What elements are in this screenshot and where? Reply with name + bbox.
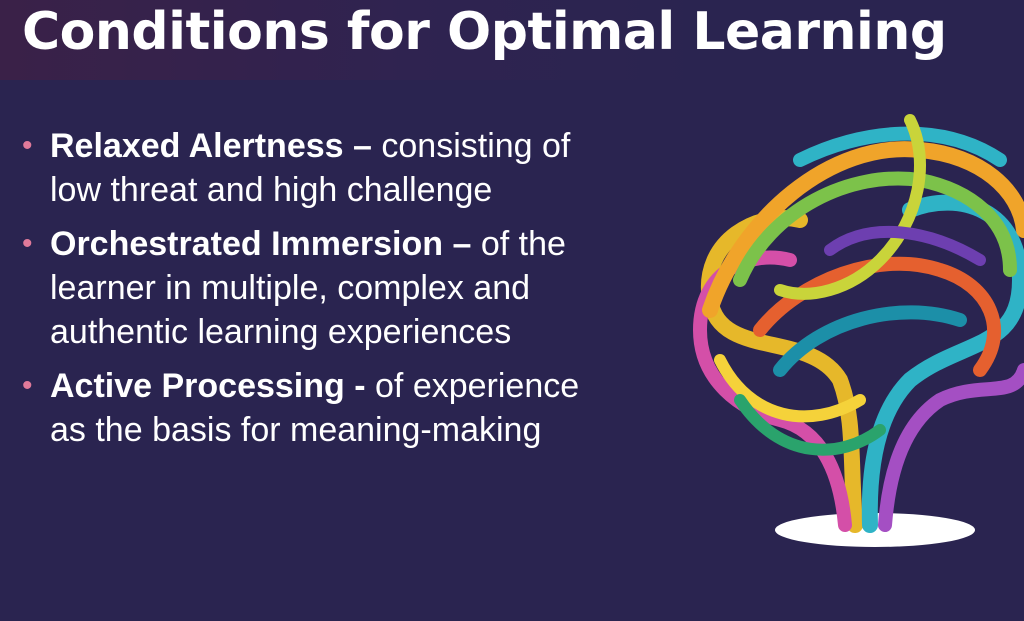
- bullet-separator: -: [344, 367, 376, 405]
- bullet-dot-icon: •: [22, 227, 33, 260]
- brain-tree-icon: [692, 114, 1024, 547]
- bullet-item-active-processing: • Active Processing - of experience as t…: [20, 364, 610, 452]
- slide-title: Conditions for Optimal Learning: [22, 2, 947, 62]
- bullet-term: Orchestrated Immersion: [50, 225, 444, 263]
- brain-strands: [692, 114, 1024, 533]
- bullet-term: Active Processing: [50, 367, 345, 405]
- bullet-dot-icon: •: [22, 129, 33, 162]
- bullet-item-relaxed-alertness: • Relaxed Alertness – consisting of low …: [20, 124, 610, 212]
- bullet-term: Relaxed Alertness: [50, 127, 344, 165]
- bullet-text: of the learner in multiple, complex and …: [50, 225, 566, 351]
- header-background: [0, 0, 1024, 80]
- bullet-separator: –: [343, 127, 382, 165]
- bullet-text: of experience as the basis for meaning-m…: [50, 367, 580, 449]
- bullet-list: • Relaxed Alertness – consisting of low …: [20, 124, 610, 462]
- bullet-separator: –: [443, 225, 481, 263]
- bullet-text: consisting of low threat and high challe…: [50, 127, 571, 209]
- bullet-item-orchestrated-immersion: • Orchestrated Immersion – of the learne…: [20, 222, 610, 354]
- bullet-dot-icon: •: [22, 369, 33, 402]
